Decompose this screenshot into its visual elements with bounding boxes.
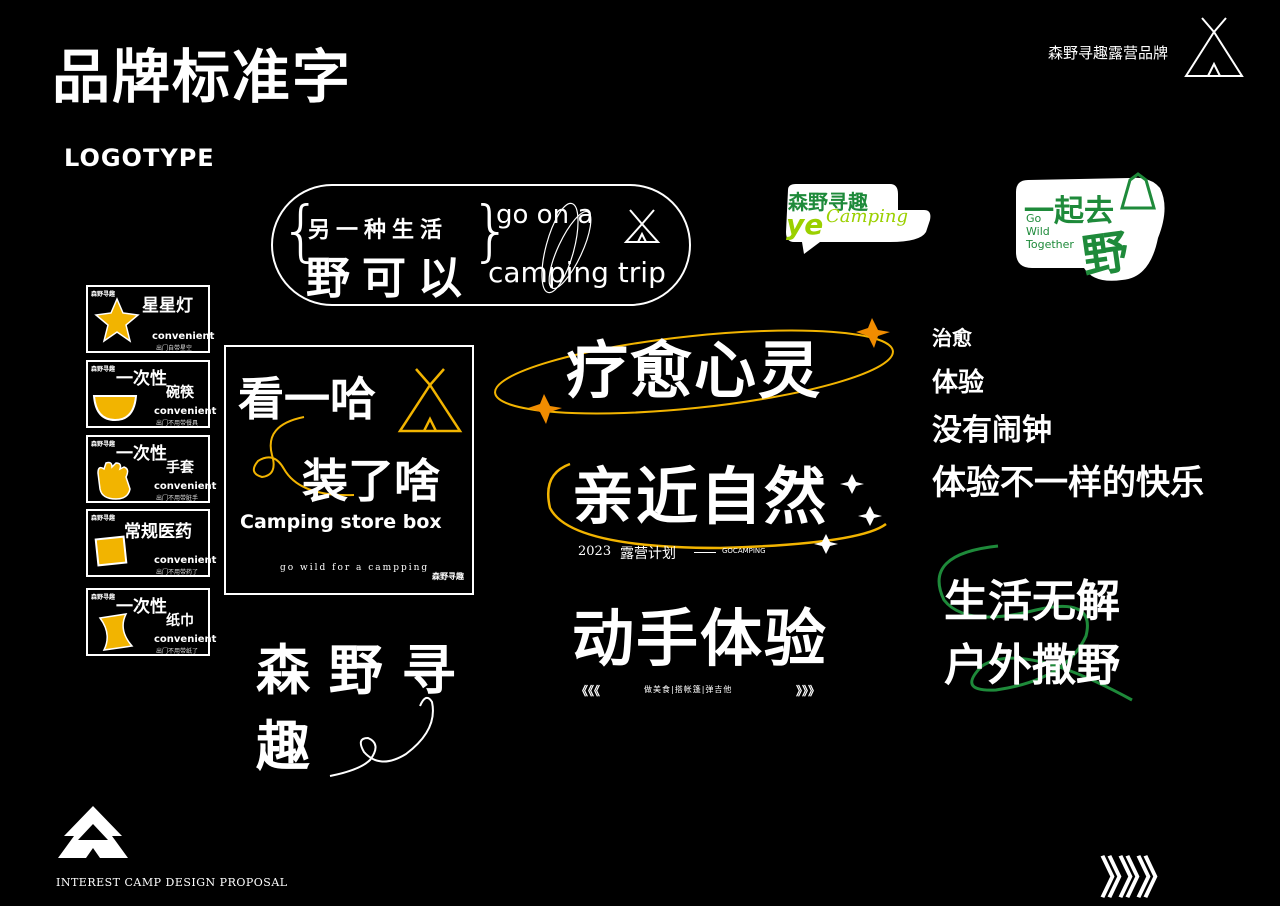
life-line2: 户外撒野 [944, 640, 1120, 691]
small-card-logo: 森野寻趣 [91, 441, 116, 448]
hands-on-text: 动手体验 [572, 602, 829, 675]
tissue-icon [98, 613, 134, 651]
pill-line2: 野可以 [306, 253, 474, 304]
nature-orbit-icon [547, 462, 887, 554]
page-title: 品牌标准字 [52, 43, 353, 111]
small-card-sub: convenient [154, 555, 217, 566]
hands-on-right: 》》》 [796, 684, 821, 698]
small-card-title: 一次性 [116, 597, 167, 617]
footer-chevrons: 》》》 [1100, 853, 1180, 904]
small-card-sub: convenient [154, 481, 217, 492]
box-line2: 装了啥 [302, 454, 440, 508]
small-card-gloves: 森野寻趣 一次性 手套 convenient 出门不用带脏手 [86, 435, 216, 503]
sticker-together-bg [1016, 172, 1165, 281]
nature-divider [694, 552, 716, 553]
small-card-star-light: 森野寻趣 星星灯 convenient 出门自带星空 [86, 285, 214, 353]
small-card-tiny: 出门不用带纸了 [156, 648, 199, 655]
small-card-tiny: 出门不用带脏手 [156, 495, 199, 502]
heal-orbit-icon [494, 318, 894, 424]
left-brace: { [280, 192, 322, 269]
star-icon [94, 297, 140, 343]
pill-en-line2: camping trip [488, 256, 666, 289]
right-list-3: 没有闹钟 [932, 413, 1052, 448]
small-card-logo: 森野寻趣 [91, 515, 116, 522]
box-tagline: go wild for a campping [280, 563, 430, 573]
small-card-sub: convenient [152, 331, 215, 342]
right-list-4: 体验不一样的快乐 [932, 463, 1204, 503]
sticker-together-en3: Together [1026, 238, 1074, 252]
small-card-logo: 森野寻趣 [91, 291, 116, 298]
right-brace: } [470, 192, 512, 269]
small-card-title: 一次性 [116, 369, 167, 389]
glove-icon [97, 461, 131, 500]
small-card-title: 星星灯 [142, 296, 193, 316]
nature-plan: 露营计划 [620, 546, 676, 562]
hands-on-left: 《《《 [576, 684, 601, 698]
small-card-sub: convenient [154, 634, 217, 645]
brand-corner-text: 森野寻趣露营品牌 [1048, 44, 1169, 62]
pill-en-line1: go on a [496, 200, 594, 230]
small-card-title: 一次性 [116, 444, 167, 464]
nature-text: 亲近自然 [572, 460, 829, 533]
small-card-logo: 森野寻趣 [91, 594, 116, 601]
bowl-icon [92, 395, 138, 422]
sticker-green-camping: Camping [826, 206, 908, 227]
tent-logo-icon [1184, 17, 1244, 77]
page-subtitle: LOGOTYPE [64, 144, 215, 172]
box-logo: 森野寻趣 [432, 572, 464, 581]
life-line1: 生活无解 [944, 576, 1120, 627]
sticker-green-bg [786, 184, 931, 254]
pill-line1: 另一种生活 [308, 218, 449, 243]
medicine-box-icon [94, 535, 128, 567]
sticker-together-en: Go Wild Together [1026, 212, 1074, 252]
sticker-green-main: 森野寻趣 [788, 190, 868, 214]
small-card-logo: 森野寻趣 [91, 366, 116, 373]
small-card-title2: 手套 [166, 460, 194, 476]
small-card-tiny: 出门不用带餐具 [156, 420, 199, 427]
loop-decor-icon [252, 416, 355, 497]
small-card-title2: 碗筷 [166, 385, 194, 401]
footer-proposal: INTEREST CAMP DESIGN PROPOSAL [56, 876, 288, 889]
brand-name-line2: 趣 [256, 715, 310, 778]
small-card-title2: 纸巾 [166, 613, 194, 629]
box-en: Camping store box [240, 511, 442, 533]
sticker-together-main: 一起去 [1024, 194, 1114, 229]
small-card-title: 常规医药 [124, 522, 192, 542]
sticker-together-en1: Go [1026, 212, 1042, 225]
life-swirl-icon [937, 544, 1133, 702]
small-card-tissue: 森野寻趣 一次性 纸巾 convenient 出门不用带纸了 [86, 588, 216, 656]
tent-icon [397, 368, 463, 433]
pill-decor-icon [541, 202, 661, 294]
box-line1: 看一哈 [238, 372, 376, 426]
right-list-2: 体验 [932, 368, 985, 398]
brand-name-line1: 森 野 寻 [256, 639, 456, 702]
pill-logo-frame [271, 184, 691, 306]
sticker-green-ye: ye [786, 208, 824, 241]
small-card-tiny: 出门自带星空 [156, 345, 193, 352]
heal-text: 疗愈心灵 [566, 334, 823, 407]
sticker-together-big: 野 [1078, 224, 1132, 284]
nature-year: 2023 [578, 544, 612, 559]
small-card-sub: convenient [154, 406, 217, 417]
right-list-1: 治愈 [932, 326, 972, 350]
small-card-medicine: 森野寻趣 常规医药 convenient 出门不用带药了 [86, 509, 216, 577]
hands-on-sub: 做美食|搭帐篷|弹吉他 [644, 685, 733, 694]
nature-en: GOCAMPING [722, 547, 766, 555]
swirl-decor-icon [329, 696, 434, 777]
footer-logo-icon [58, 806, 128, 858]
box-card: 看一哈 装了啥 Camping store box go wild for a … [224, 345, 474, 595]
sticker-together-en2: Wild [1026, 225, 1050, 239]
small-card-tiny: 出门不用带药了 [156, 569, 199, 576]
small-card-bowl: 森野寻趣 一次性 碗筷 convenient 出门不用带餐具 [86, 360, 216, 428]
